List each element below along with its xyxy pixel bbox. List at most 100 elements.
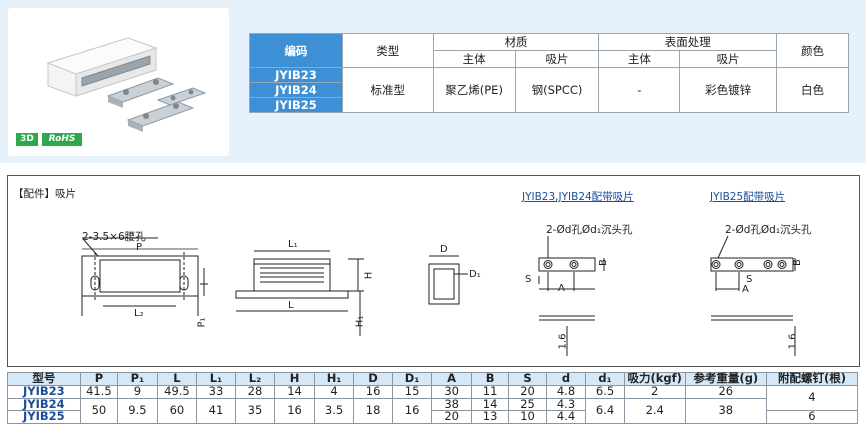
subheader-surface-plate: 吸片	[679, 50, 778, 68]
subheader-material-plate: 吸片	[514, 50, 600, 68]
dim-a-1: A	[558, 283, 565, 294]
data-header-row: 型号 P P₁ L L₁ L₂ H H₁ D D₁ A B S d d₁ 吸力(…	[7, 372, 859, 386]
col-header: 参考重量(g)	[684, 372, 767, 386]
dim-b-2: B	[791, 259, 803, 266]
table-row: JYIB25 20 13 10 4.4 6	[7, 410, 859, 424]
material-body-value: 聚乙烯(PE)	[432, 67, 516, 113]
cell: 35	[234, 397, 276, 424]
cell: 4	[765, 385, 859, 411]
header-material: 材质	[432, 33, 600, 51]
cell: 15	[391, 385, 433, 399]
subheader-material-body: 主体	[432, 50, 516, 68]
col-header: L₂	[234, 372, 276, 386]
cell: 6.4	[585, 397, 625, 424]
dim-d: D	[440, 244, 448, 255]
dim-l2: L₂	[134, 308, 144, 319]
cell: 16	[274, 397, 315, 424]
technical-drawing	[81, 235, 796, 356]
cell: 2	[623, 385, 686, 399]
type-value: 标准型	[341, 67, 434, 113]
table-row: JYIB23 41.5 9 49.5 33 28 14 4 16 15 30 1…	[7, 385, 859, 411]
cell: 9	[117, 385, 158, 399]
section-label: 【配件】吸片	[13, 188, 76, 200]
cell: 16	[391, 397, 433, 424]
cell: 38	[684, 397, 767, 424]
col-header: D₁	[391, 372, 433, 386]
dim-t-1: 1.6	[557, 333, 569, 350]
rohs-badge: RoHS	[42, 133, 82, 146]
surface-plate-value: 彩色镀锌	[679, 67, 778, 113]
cell: 33	[196, 385, 236, 399]
cell: 16	[353, 385, 393, 399]
col-header: d	[545, 372, 587, 386]
cell: 49.5	[156, 385, 198, 399]
surface-body-value: -	[598, 67, 681, 113]
cell: 6	[765, 410, 859, 424]
header-color: 颜色	[776, 33, 849, 68]
cell: 50	[79, 397, 119, 424]
material-plate-value: 钢(SPCC)	[514, 67, 600, 113]
code-jyib25: JYIB25	[249, 97, 343, 113]
cell: 2.4	[623, 397, 686, 424]
dim-s-2: S	[746, 274, 753, 285]
product-photo	[8, 8, 229, 156]
col-header: 型号	[7, 372, 81, 386]
dim-t-2: 1.6	[787, 333, 799, 350]
col-header: d₁	[585, 372, 625, 386]
cell: 9.5	[117, 397, 158, 424]
header-type: 类型	[341, 33, 434, 68]
cell: 13	[470, 410, 510, 424]
cell: 41.5	[79, 385, 119, 399]
dim-p1: P₁	[196, 317, 208, 328]
row-code: JYIB25	[7, 410, 81, 424]
col-header: A	[431, 372, 472, 386]
col-header: B	[470, 372, 510, 386]
table-row: JYIB24 50 9.5 60 41 35 16 3.5 18 16 38 1…	[7, 397, 858, 424]
col-header: 吸力(kgf)	[623, 372, 686, 386]
cell: 6.5	[585, 385, 625, 399]
dim-l: L	[288, 300, 294, 311]
cell: 3.5	[313, 397, 355, 424]
dim-l1: L₁	[288, 239, 298, 250]
col-header: P	[79, 372, 119, 386]
hole-note-1: 2-Ød孔Ød₁沉头孔	[546, 224, 633, 236]
hole-note-2: 2-Ød孔Ød₁沉头孔	[725, 224, 812, 236]
subheader-surface-body: 主体	[598, 50, 681, 68]
col-header: L	[156, 372, 198, 386]
dim-h: H	[363, 271, 375, 280]
cell: 26	[684, 385, 767, 399]
cell: 4	[313, 385, 355, 399]
col-header: 附配螺钉(根)	[765, 372, 859, 386]
color-value: 白色	[776, 67, 849, 113]
cell: 18	[353, 397, 393, 424]
col-header: L₁	[196, 372, 236, 386]
dim-b-1: B	[597, 259, 609, 266]
cell: 28	[234, 385, 276, 399]
title-jyib25-plate: JYIB25配带吸片	[710, 191, 786, 203]
dim-h1: H₁	[354, 315, 366, 328]
col-header: P₁	[117, 372, 158, 386]
spec-table: 编码 类型 材质 表面处理 颜色 主体 吸片 主体 吸片 JYIB23 标准型 …	[249, 33, 849, 113]
col-header: H₁	[313, 372, 355, 386]
header-surface: 表面处理	[598, 33, 778, 51]
dimension-drawing-panel: 【配件】吸片 JYIB23,JYIB24配带吸片 JYIB25配带吸片 2-3.…	[7, 175, 860, 367]
title-jyib23-24-plate: JYIB23,JYIB24配带吸片	[522, 191, 634, 203]
col-header: H	[274, 372, 315, 386]
cell: 10	[508, 410, 547, 424]
code-jyib24: JYIB24	[249, 82, 343, 98]
slot-note: 2-3.5×6腰孔	[82, 231, 146, 243]
header-code: 编码	[249, 33, 343, 68]
cell: 4.4	[545, 410, 587, 424]
magnet-catch-illustration	[46, 37, 207, 132]
col-header: D	[353, 372, 393, 386]
3d-badge: 3D	[16, 133, 38, 146]
code-jyib23: JYIB23	[249, 67, 343, 83]
cell: 20	[431, 410, 472, 424]
dim-p: P	[136, 242, 143, 253]
cell: 41	[196, 397, 236, 424]
dim-a-2: A	[742, 284, 749, 295]
cell: 14	[274, 385, 315, 399]
cell: 60	[156, 397, 198, 424]
dim-d1: D₁	[469, 269, 481, 280]
dim-s-1: S	[525, 274, 532, 285]
